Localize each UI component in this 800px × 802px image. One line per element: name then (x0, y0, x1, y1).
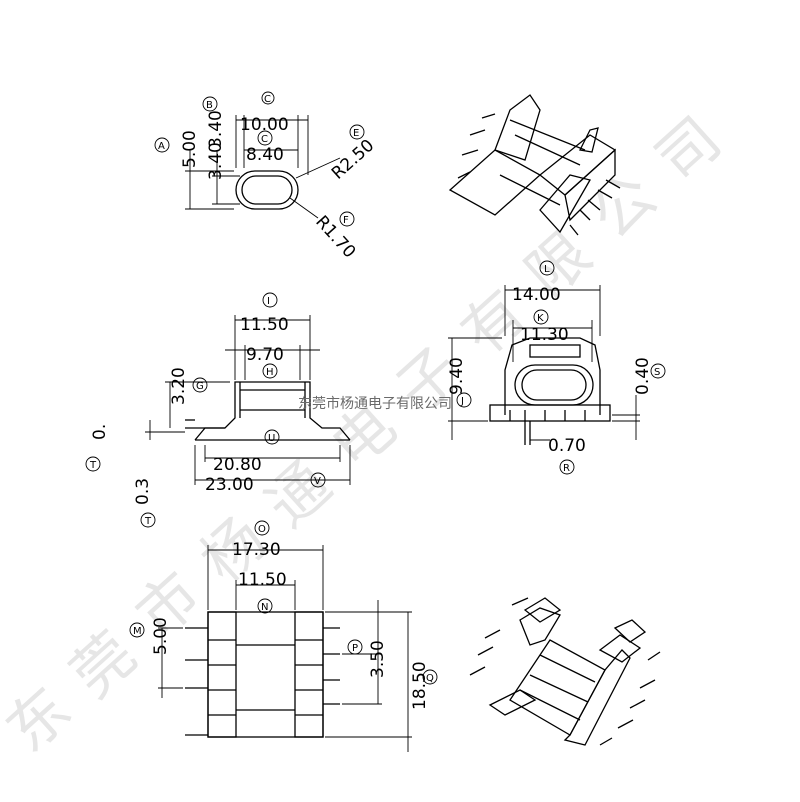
leader-line (289, 197, 319, 219)
dimension-text: 8.40 (246, 145, 284, 165)
view-isometric-top (448, 94, 621, 236)
dimension-text: 3.20 (169, 367, 189, 405)
bubble-e: E (349, 124, 365, 140)
bubble-t2: T (140, 512, 156, 528)
dimension-text: 0.70 (548, 436, 586, 456)
dimension-text: 0.40 (633, 357, 653, 395)
svg-text:S: S (654, 367, 660, 378)
bubble-l: L (539, 260, 555, 276)
svg-text:T: T (89, 460, 97, 471)
watermark-small: 东莞市杨通电子有限公司 (298, 395, 452, 412)
bubble-q: Q (422, 669, 438, 685)
bobbin-top-outline (207, 611, 324, 738)
bubble-i: I (262, 292, 278, 308)
bubble-g: G (192, 377, 208, 393)
view-top: 17.30 11.50 5.00 3.50 18.50 O N M P Q (129, 520, 438, 752)
svg-text:B: B (206, 100, 213, 111)
svg-text:C: C (264, 94, 271, 105)
svg-text:U: U (268, 433, 275, 444)
watermark-char: 东 (0, 674, 85, 766)
bubble-u: U (264, 429, 280, 445)
dimension-text: 0. (90, 424, 110, 440)
dimension-text: 11.50 (238, 570, 287, 590)
dimension-text: 9.40 (447, 357, 467, 395)
bubble-m: M (129, 622, 145, 638)
dimension-text: 3.40 (206, 110, 226, 148)
svg-text:H: H (266, 367, 274, 378)
bubble-t1: T (85, 456, 101, 472)
bubble-j: J (456, 392, 472, 408)
bubble-a: A (154, 137, 170, 153)
bobbin-side-outline (504, 337, 601, 415)
core-slot-outer (514, 364, 594, 406)
svg-text:V: V (314, 476, 321, 487)
watermark-char: 通 (253, 449, 344, 541)
bubble-b: B (202, 96, 218, 112)
bubble-r: R (559, 459, 575, 475)
bubble-v: V (310, 472, 326, 488)
slot-outer-outline (235, 170, 299, 210)
dimension-text: 23.00 (205, 475, 254, 495)
svg-text:K: K (537, 313, 544, 324)
watermark-char: 公 (578, 161, 669, 253)
view-isometric-bottom (469, 597, 661, 746)
bubble-h: H (262, 363, 278, 379)
dimension-text: 11.50 (240, 315, 289, 335)
bubble-c2: C (257, 130, 273, 146)
bubble-s: S (650, 363, 666, 379)
svg-text:I: I (267, 296, 270, 307)
slot-inner-outline (241, 175, 293, 205)
dimension-text: 17.30 (232, 540, 281, 560)
bubble-n: N (257, 598, 273, 614)
dimension-text: 18.50 (410, 661, 430, 710)
svg-text:J: J (460, 396, 464, 407)
svg-text:L: L (544, 264, 550, 275)
bubble-o: O (254, 520, 270, 536)
core-slot-inner (521, 369, 587, 401)
view-slot-detail: 10.00 8.40 5.00 3.40 3.40 R2.50 R1.70 A … (154, 91, 378, 262)
svg-text:F: F (343, 215, 349, 226)
pin-base (489, 404, 611, 422)
svg-text:Q: Q (426, 673, 434, 684)
dimension-text: R1.70 (311, 212, 359, 262)
svg-text:R: R (563, 463, 570, 474)
svg-text:E: E (353, 128, 359, 139)
view-front: 11.50 9.70 3.20 20.80 23.00 0. 0.3 I H G… (85, 292, 351, 528)
svg-text:G: G (196, 381, 204, 392)
svg-text:O: O (258, 524, 266, 535)
svg-text:T: T (144, 516, 152, 527)
dimension-text: 3.50 (368, 640, 388, 678)
dimension-text: 9.70 (246, 345, 284, 365)
view-side: 14.00 11.30 9.40 0.40 0.70 L K J S R (447, 260, 666, 475)
svg-text:A: A (158, 141, 165, 152)
watermark-char: 司 (643, 104, 734, 196)
dimension-text: 5.00 (180, 130, 200, 168)
svg-text:P: P (352, 643, 358, 654)
dimension-text: 3.40 (206, 142, 226, 180)
svg-text:N: N (261, 602, 268, 613)
dimension-text: 10.00 (240, 115, 289, 135)
dimension-text: 11.30 (520, 325, 569, 345)
dimension-text: 20.80 (213, 455, 262, 475)
leader-line (295, 157, 341, 179)
dimension-text: 0.3 (133, 478, 153, 505)
svg-text:C: C (261, 134, 268, 145)
dimension-text: 5.00 (151, 617, 171, 655)
bubble-k: K (533, 309, 549, 325)
dimension-text: 14.00 (512, 285, 561, 305)
svg-text:M: M (133, 626, 142, 637)
bubble-c: C (261, 91, 275, 105)
bubble-p: P (347, 639, 363, 655)
bubble-f: F (339, 211, 355, 227)
